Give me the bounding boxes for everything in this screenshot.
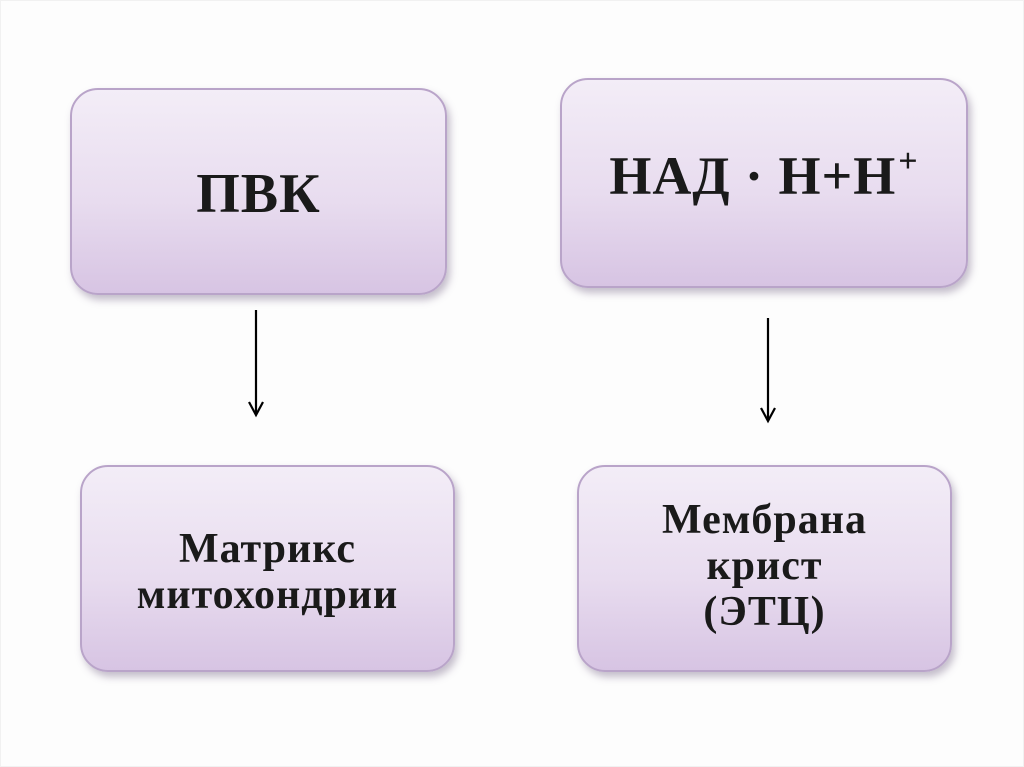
node-matrix: Матрикс митохондрии	[80, 465, 455, 672]
node-membrane: Мембрана крист (ЭТЦ)	[577, 465, 952, 672]
node-nad-label: НАД · Н+Н+	[609, 143, 919, 206]
node-membrane-label: Мембрана крист (ЭТЦ)	[662, 496, 867, 635]
arrow-head	[248, 401, 264, 418]
arrow-pvk-to-matrix	[248, 310, 264, 418]
node-matrix-label: Матрикс митохондрии	[136, 525, 399, 618]
node-pvk: ПВК	[70, 88, 447, 295]
node-nad-text: НАД · Н+Н	[609, 146, 897, 206]
node-nad-superscript: +	[898, 143, 919, 180]
node-pvk-label: ПВК	[196, 162, 321, 225]
arrow-head	[760, 407, 776, 424]
node-nad: НАД · Н+Н+	[560, 78, 968, 288]
arrow-nad-to-membrane	[760, 318, 776, 424]
